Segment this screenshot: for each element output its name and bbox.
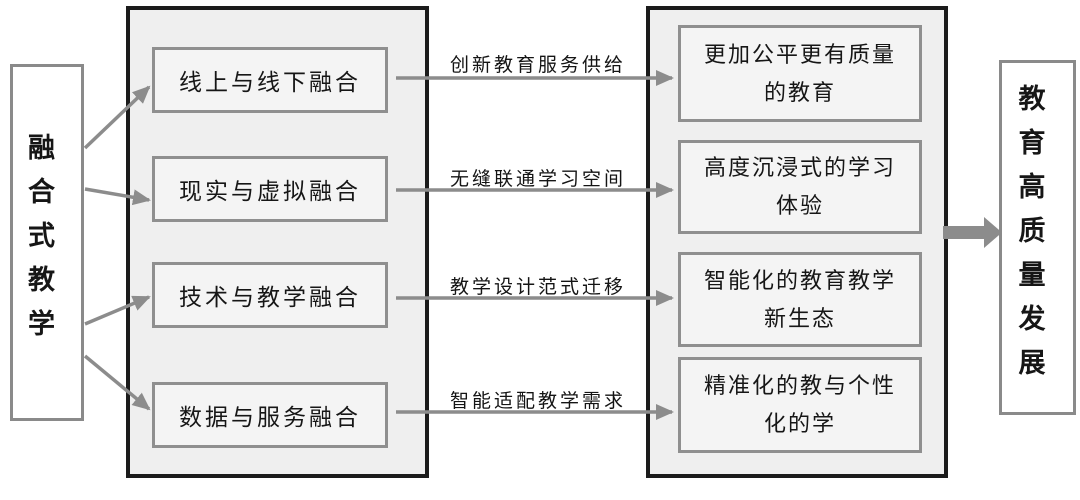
source-box: 融合式教学 [10,64,84,421]
block-arrow-to-target [943,217,1002,248]
fusion-box-4: 数据与服务融合 [152,382,388,448]
mechanism-label-3: 教学设计范式迁移 [449,277,626,298]
fusion-box-1: 线上与线下融合 [152,47,388,113]
target-box: 教育高质量发展 [999,60,1076,415]
target-box-label: 教育高质量发展 [1014,83,1045,392]
fusion-box-3: 技术与教学融合 [152,262,388,328]
mechanism-label-4: 智能适配教学需求 [449,391,626,412]
outcome-box-4: 精准化的教与个性 化的学 [678,357,922,453]
outcome-box-2: 高度沉浸式的学习 体验 [678,140,922,234]
fusion-box-2: 现实与虚拟融合 [152,156,388,222]
outcome-box-3: 智能化的教育教学 新生态 [678,252,922,347]
source-box-label: 融合式教学 [24,132,54,353]
outcome-box-1: 更加公平更有质量 的教育 [678,25,922,122]
mechanism-label-2: 无缝联通学习空间 [449,169,626,190]
mechanism-label-1: 创新教育服务供给 [449,55,626,76]
